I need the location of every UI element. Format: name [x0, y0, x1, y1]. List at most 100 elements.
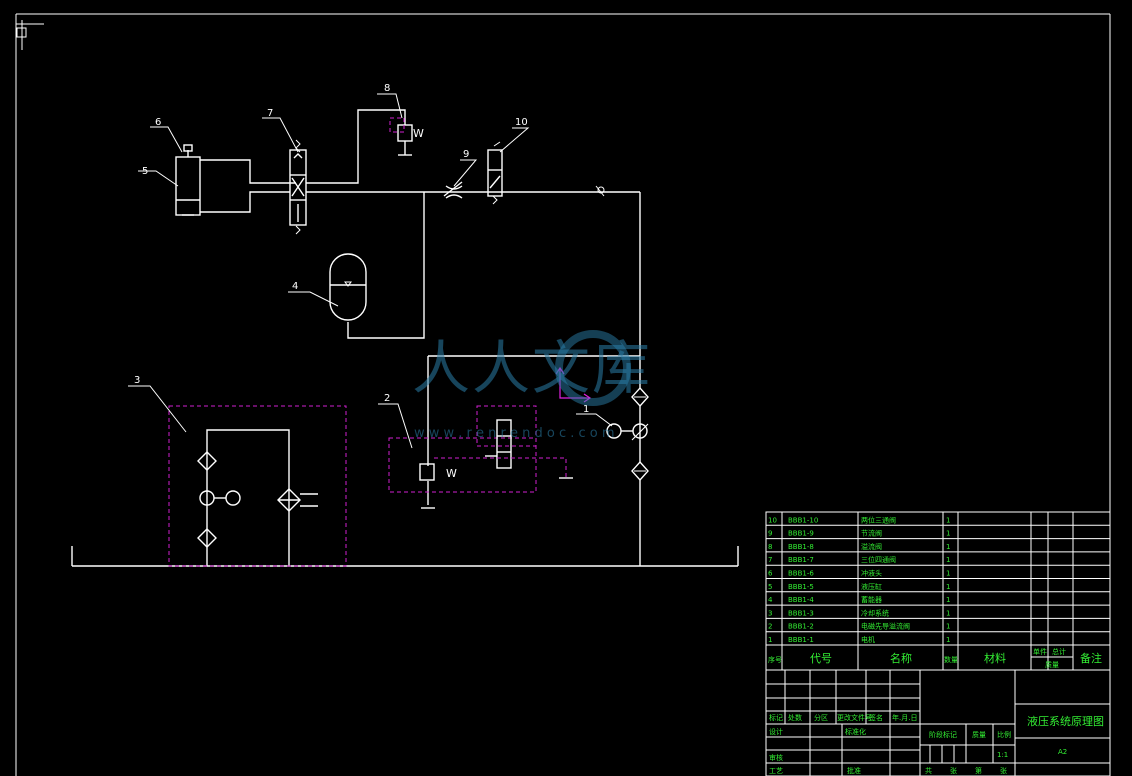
component-labels: 1 2 3 4 5 6 7 8 9 10 [134, 83, 589, 415]
bom-cell-no: 2 [768, 623, 772, 631]
title-block: 标记 处数 分区 更改文件号 签名 年.月.日 设计 标准化 审核 工艺 批准 … [765, 669, 1111, 776]
bom-header-total: 总计 [1052, 647, 1066, 656]
bom-cell-no: 8 [768, 543, 772, 551]
bom-cell-code: BBB1-7 [788, 556, 814, 564]
process-label: 工艺 [769, 767, 783, 775]
watermark-text: 人人文库 [412, 334, 652, 402]
bom-cell-qty: 1 [946, 570, 950, 578]
sign-date: 年.月.日 [892, 713, 917, 722]
bom-cell-code: BBB1-4 [788, 596, 814, 604]
bom-header-name: 名称 [890, 651, 912, 665]
standardize-label: 标准化 [845, 727, 866, 736]
check-valve [595, 185, 605, 197]
bom-cell-qty: 1 [946, 596, 950, 604]
bom-cell-qty: 1 [946, 583, 950, 591]
bom-cell-name: 两位三通阀 [861, 515, 896, 524]
throttle-valve-9 [443, 181, 463, 199]
bom-header-no: 序号 [768, 655, 782, 664]
bom-cell-qty: 1 [946, 623, 950, 631]
bom-cell-name: 冲液头 [861, 569, 882, 578]
bom-cell-qty: 1 [946, 516, 950, 524]
label-9: 9 [463, 149, 469, 160]
approve-label: 批准 [847, 766, 861, 775]
bom-cell-no: 10 [768, 516, 777, 524]
bom-cell-name: 三位四通阀 [861, 555, 896, 564]
bom-cell-name: 节流阀 [861, 529, 882, 538]
bom-cell-name: 液压缸 [861, 582, 882, 591]
bom-cell-qty: 1 [946, 556, 950, 564]
bom-cell-qty: 1 [946, 543, 950, 551]
drawing-border [15, 13, 1111, 776]
stage-mark-label: 阶段标记 [929, 730, 957, 739]
spring-mark-2: W [446, 467, 457, 480]
bom-cell-qty: 1 [946, 530, 950, 538]
sheet-unit-1: 张 [950, 766, 957, 775]
hydraulic-cylinder-5 [175, 144, 201, 216]
two-position-valve-10 [487, 141, 503, 205]
accumulator-4 [329, 253, 367, 321]
label-8: 8 [384, 83, 390, 94]
sheet-unit-2: 张 [1000, 766, 1007, 775]
bom-cell-code: BBB1-1 [788, 636, 814, 644]
bom-cell-no: 3 [768, 609, 772, 617]
bom-cell-name: 蓄能器 [861, 595, 882, 604]
pilot-relief-valve-2 [388, 405, 573, 509]
bom-cell-no: 5 [768, 583, 772, 591]
bom-cell-no: 6 [768, 570, 773, 578]
bom-cell-code: BBB1-3 [788, 609, 814, 617]
bom-cell-code: BBB1-9 [788, 530, 814, 538]
sheet-total: 共 [925, 766, 932, 775]
bom-header-material: 材料 [984, 651, 1006, 665]
relief-valve-8 [389, 117, 413, 156]
drawing-size: A2 [1058, 748, 1067, 756]
label-2: 2 [384, 393, 390, 404]
pump-motor-1 [606, 386, 649, 482]
bom-cell-no: 1 [768, 636, 772, 644]
weight-label: 质量 [972, 730, 986, 739]
reviewer-label: 审核 [769, 753, 783, 762]
bom-cell-name: 电机 [861, 635, 875, 644]
bom-cell-no: 4 [768, 596, 773, 604]
bom-header-qty: 数量 [944, 655, 958, 664]
directional-valve-7 [289, 139, 307, 235]
drawing-title: 液压系统原理图 [1027, 714, 1104, 728]
bom-cell-code: BBB1-10 [788, 516, 818, 524]
leader-lines [128, 93, 613, 449]
label-7: 7 [267, 108, 273, 119]
label-10: 10 [515, 117, 528, 128]
bom-cell-no: 9 [768, 530, 772, 538]
bom-cell-code: BBB1-5 [788, 583, 814, 591]
bom-cell-qty: 1 [946, 609, 950, 617]
bom-header-code: 代号 [810, 652, 832, 665]
sign-count: 处数 [788, 713, 802, 722]
sign-zone: 分区 [814, 713, 828, 722]
label-3: 3 [134, 375, 140, 386]
bom-header-weight: 质量 [1045, 660, 1059, 669]
sign-signature: 签名 [869, 713, 883, 722]
scale-label: 比例 [997, 730, 1011, 739]
label-5: 5 [142, 166, 148, 177]
bom-header-single: 单件 [1033, 647, 1047, 656]
watermark-url: w w w . r e n r e n d o c . c o m [414, 426, 615, 441]
designer-label: 设计 [769, 727, 783, 736]
scale-value: 1:1 [997, 751, 1008, 759]
label-6: 6 [155, 117, 161, 128]
bom-cell-code: BBB1-8 [788, 543, 814, 551]
bom-header-remark: 备注 [1080, 651, 1102, 665]
bom-cell-qty: 1 [946, 636, 950, 644]
watermark: 人人文库 w w w . r e n r e n d o c . c o m [412, 330, 652, 441]
bom-cell-name: 电磁先导溢流阀 [861, 622, 910, 631]
cooling-system-3 [168, 405, 347, 567]
bom-cell-no: 7 [768, 556, 772, 564]
bom-cell-name: 冷却系统 [861, 608, 889, 617]
label-1: 1 [583, 404, 589, 415]
spring-mark-8: W [413, 127, 424, 140]
sign-change-doc: 更改文件号 [837, 713, 872, 722]
bom-cell-name: 溢流阀 [861, 542, 882, 551]
sheet-num: 第 [975, 766, 982, 775]
bom-cell-code: BBB1-6 [788, 570, 814, 578]
sign-marker: 标记 [769, 713, 783, 722]
